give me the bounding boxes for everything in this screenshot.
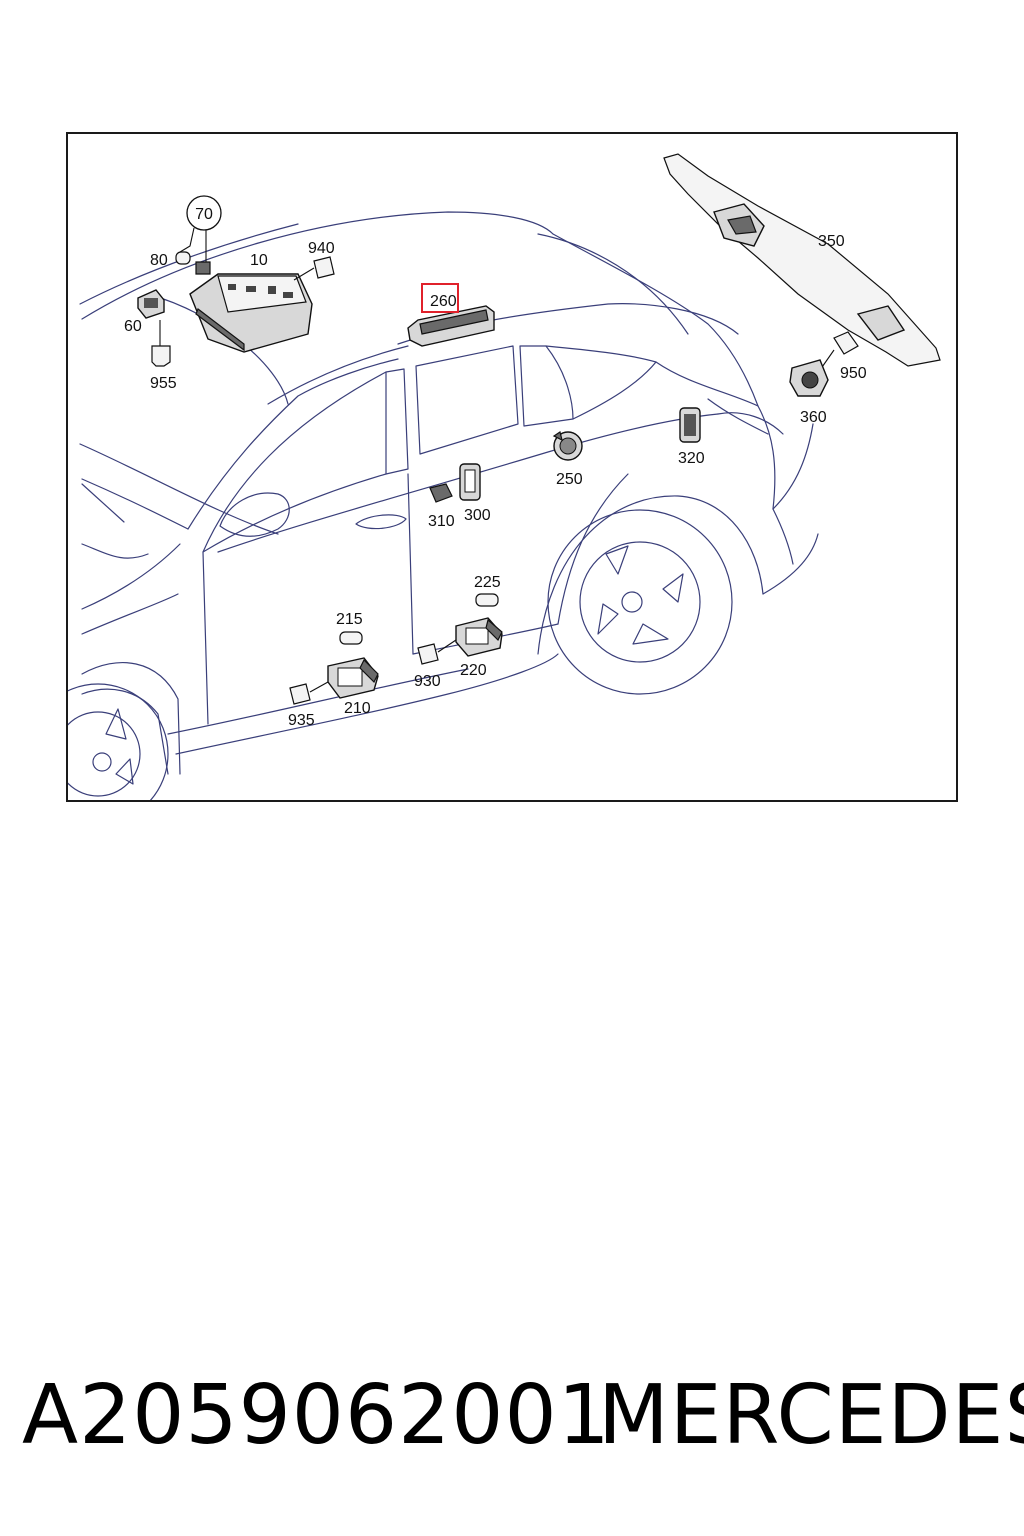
part-360-lamp: 360: [789, 359, 829, 426]
callout-label-320: 320: [678, 450, 705, 467]
callout-label-260: 260: [430, 293, 457, 310]
callout-label-10: 10: [250, 252, 268, 269]
part-10-overhead-module: 10: [189, 252, 313, 353]
part-220-lamp-housing: 220: [455, 617, 503, 679]
part-215-bulb: 215: [336, 611, 363, 645]
callout-label-60: 60: [124, 318, 142, 335]
callout-label-940: 940: [308, 240, 335, 257]
callout-label-215: 215: [336, 611, 363, 628]
part-350-tailgate-trim: 350: [663, 153, 941, 367]
callout-label-935: 935: [288, 712, 315, 729]
part-250-switch: 250: [552, 431, 583, 488]
highlight-260-box: [421, 283, 459, 313]
part-940-connector: 940: [293, 240, 335, 281]
part-955-connector: 955: [150, 320, 177, 392]
part-950-connector: 950: [819, 331, 867, 382]
callout-label-310: 310: [428, 513, 455, 530]
part-60-lamp: 60: [124, 289, 165, 335]
parts-diagram-frame: 70 80 10 940: [66, 132, 958, 802]
callout-label-955: 955: [150, 375, 177, 392]
part-300-switch-frame: 300: [459, 463, 491, 524]
part-930-connector: 930: [414, 639, 457, 690]
callout-label-70: 70: [195, 206, 213, 223]
callout-label-225: 225: [474, 574, 501, 591]
part-260-lamp-module: 260: [407, 283, 495, 347]
part-320-lamp: 320: [678, 407, 705, 467]
callout-label-220: 220: [460, 662, 487, 679]
part-225-bulb: 225: [474, 574, 501, 607]
callout-label-360: 360: [800, 409, 827, 426]
part-310-clip: 310: [428, 483, 455, 530]
car-outline: [68, 211, 819, 800]
callout-label-210: 210: [344, 700, 371, 717]
callout-70: 70: [179, 195, 222, 262]
callout-label-80: 80: [150, 252, 168, 269]
brand-text: MERCEDES: [598, 1368, 1024, 1463]
callout-label-950: 950: [840, 365, 867, 382]
part-210-lamp-housing: 210: [327, 657, 379, 717]
callout-label-930: 930: [414, 673, 441, 690]
part-935-connector: 935: [288, 681, 329, 729]
callout-label-300: 300: [464, 507, 491, 524]
parts-diagram: 70 80 10 940: [68, 153, 941, 800]
part-80-bulb: 80: [150, 251, 191, 269]
part-number-text: A2059062001: [22, 1368, 611, 1463]
callout-label-250: 250: [556, 471, 583, 488]
callout-label-350: 350: [818, 233, 845, 250]
